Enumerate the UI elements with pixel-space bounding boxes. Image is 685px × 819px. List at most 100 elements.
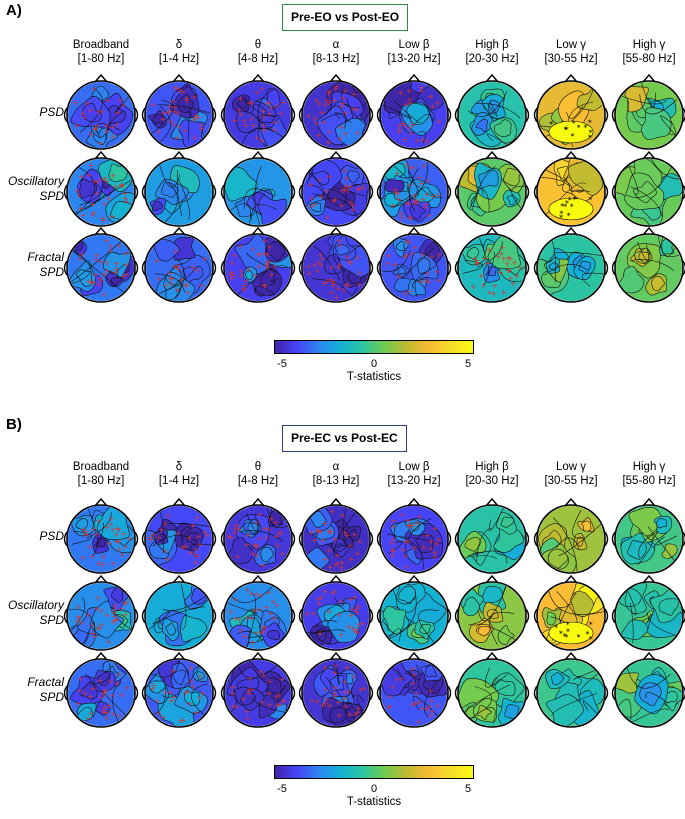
significance-cross-marker: + [418,87,425,96]
head-ear [611,184,616,200]
significance-cross-marker: + [95,625,102,634]
topomap-contour [178,179,190,220]
significance-cross-marker: + [174,84,181,93]
significance-cross-marker: + [322,686,329,695]
topomap-contour [161,663,202,698]
head-ear [212,260,217,276]
significance-cross-marker: + [407,521,414,530]
significance-star-marker: * [560,202,564,211]
significance-cross-marker: + [193,111,200,120]
topomap-contour [266,506,286,528]
significance-cross-marker: + [396,122,403,131]
significance-cross-marker: + [259,561,266,570]
significance-cross-marker: + [403,538,410,547]
topomap-contour [658,598,679,616]
significance-cross-marker: + [398,675,405,684]
head-ear [141,260,146,276]
significance-star-marker: * [571,132,575,141]
topomap-contour [323,253,343,275]
topomap [611,73,685,150]
significance-cross-marker: + [505,254,512,263]
significance-cross-marker: + [306,269,313,278]
significance-cross-marker: + [112,182,119,191]
significance-cross-marker: + [401,135,408,144]
significance-star-marker: * [567,212,571,221]
significance-cross-marker: + [102,200,109,209]
topomap-contour [68,249,91,285]
significance-cross-marker: + [87,692,94,701]
significance-cross-marker: + [261,623,268,632]
significance-cross-marker: + [277,109,284,118]
significance-cross-marker: + [266,677,273,686]
significance-cross-marker: + [155,533,162,542]
significance-cross-marker: + [478,271,485,280]
significance-cross-marker: + [93,530,100,539]
significance-cross-marker: + [88,278,95,287]
significance-cross-marker: + [252,540,259,549]
head-ear [447,608,452,624]
significance-cross-marker: + [403,251,410,260]
significance-cross-marker: + [279,550,286,559]
significance-cross-marker: + [99,607,106,616]
significance-cross-marker: + [429,708,436,717]
significance-cross-marker: + [271,126,278,135]
significance-cross-marker: + [238,268,245,277]
significance-cross-marker: + [227,270,234,279]
topomap-contour [186,532,199,546]
significance-cross-marker: + [349,205,356,214]
significance-cross-marker: + [164,555,171,564]
topomap-contour [148,680,166,694]
topomap-contour [236,110,261,133]
significance-cross-marker: + [179,87,186,96]
significance-cross-marker: + [151,681,158,690]
significance-cross-marker: + [99,214,106,223]
row-label-line: Oscillatory [7,174,64,188]
significance-cross-marker: + [386,703,393,712]
significance-cross-marker: + [279,675,286,684]
head-ear [525,531,530,547]
topomap-contour [466,246,479,261]
significance-cross-marker: + [261,126,268,135]
significance-cross-marker: + [85,171,92,180]
significance-cross-marker: + [330,196,337,205]
significance-cross-marker: + [73,121,80,130]
significance-cross-marker: + [182,127,189,136]
significance-cross-marker: + [190,263,197,272]
head-outline [301,581,371,651]
significance-cross-marker: + [314,698,321,707]
head-ear [525,107,530,123]
head-ear [533,260,538,276]
head-ear [682,107,685,123]
topomap-contour [159,509,165,554]
significance-cross-marker: + [230,689,237,698]
head-ear [212,107,217,123]
head-ear [298,260,303,276]
topomap-contour [661,543,678,559]
significance-cross-marker: + [273,101,280,110]
significance-cross-marker: + [229,683,236,692]
topomap-contour [541,168,573,191]
significance-cross-marker: + [261,237,268,246]
significance-cross-marker: + [336,711,343,720]
significance-cross-marker: + [98,620,105,629]
significance-cross-marker: + [387,692,394,701]
significance-cross-marker: + [263,261,270,270]
head-outline [379,80,449,150]
head-nose [329,73,343,83]
significance-cross-marker: + [241,116,248,125]
significance-cross-marker: + [232,614,239,623]
significance-cross-marker: + [356,184,363,193]
significance-cross-marker: + [240,284,247,293]
significance-star-marker: * [563,202,567,211]
topomap-contour [483,251,495,286]
significance-cross-marker: + [425,177,432,186]
significance-cross-marker: + [253,134,260,143]
significance-cross-marker: + [94,604,101,613]
significance-cross-marker: + [120,101,127,110]
head-nose [94,574,108,584]
topomap-contour [159,165,181,188]
band-name: Low β [398,461,430,473]
head-ear [134,107,139,123]
topomap-contour [409,203,427,220]
